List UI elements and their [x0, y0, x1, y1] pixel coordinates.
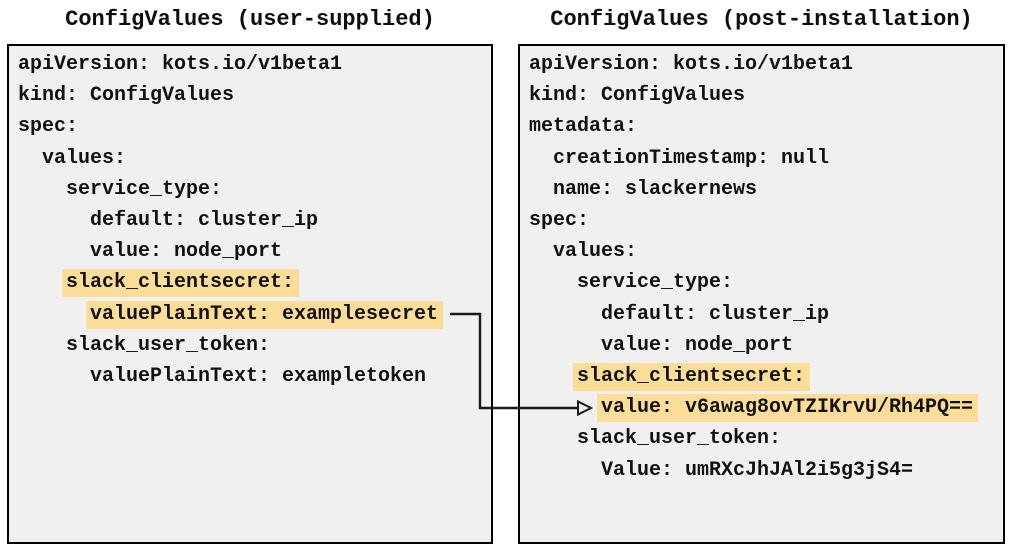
- yaml-line-text: apiVersion: kots.io/v1beta1: [18, 53, 343, 76]
- yaml-line-text: slack_clientsecret:: [573, 363, 811, 392]
- yaml-line-text: values:: [42, 146, 127, 170]
- yaml-line: slack_user_token:: [18, 330, 482, 361]
- left-code-panel: apiVersion: kots.io/v1beta1 kind: Config…: [7, 44, 493, 544]
- yaml-line-text: value: v6awag8ovTZIKrvU/Rh4PQ==: [597, 394, 979, 423]
- yaml-line-text: slack_user_token:: [577, 427, 782, 451]
- right-code-panel: apiVersion: kots.io/v1beta1 kind: Config…: [518, 44, 1005, 544]
- yaml-line: service_type:: [529, 267, 994, 298]
- yaml-line: Value: umRXcJhJAl2i5g3jS4=: [529, 455, 994, 486]
- yaml-line-text: valuePlainText: examplesecret: [86, 300, 444, 329]
- yaml-line: slack_user_token:: [529, 423, 994, 454]
- yaml-line-highlighted: value: v6awag8ovTZIKrvU/Rh4PQ==: [529, 392, 994, 423]
- yaml-line: valuePlainText: exampletoken: [18, 361, 482, 392]
- yaml-line-text: service_type:: [577, 271, 734, 295]
- yaml-line-text: service_type:: [66, 177, 223, 201]
- yaml-line-text: name: slackernews: [553, 177, 758, 201]
- left-panel-title: ConfigValues (user-supplied): [65, 7, 435, 32]
- yaml-line-highlighted: slack_clientsecret:: [18, 267, 482, 298]
- yaml-line-text: creationTimestamp: null: [553, 146, 830, 170]
- yaml-line-text: value: node_port: [90, 240, 283, 264]
- yaml-line: apiVersion: kots.io/v1beta1: [18, 49, 482, 80]
- right-panel-title: ConfigValues (post-installation): [550, 7, 973, 32]
- yaml-line: default: cluster_ip: [529, 299, 994, 330]
- yaml-line-text: kind: ConfigValues: [529, 84, 746, 108]
- yaml-line: default: cluster_ip: [18, 205, 482, 236]
- yaml-line-highlighted: valuePlainText: examplesecret: [18, 299, 482, 330]
- yaml-line: spec:: [529, 205, 994, 236]
- yaml-line-text: values:: [553, 240, 638, 264]
- yaml-line-text: apiVersion: kots.io/v1beta1: [529, 53, 854, 76]
- yaml-line-text: spec:: [18, 115, 79, 139]
- yaml-line: metadata:: [529, 111, 994, 142]
- yaml-line-text: value: node_port: [601, 333, 794, 357]
- yaml-line: spec:: [18, 111, 482, 142]
- yaml-line: kind: ConfigValues: [18, 80, 482, 111]
- yaml-line: value: node_port: [18, 236, 482, 267]
- yaml-line: value: node_port: [529, 330, 994, 361]
- yaml-line: values:: [529, 236, 994, 267]
- yaml-line-text: Value: umRXcJhJAl2i5g3jS4=: [601, 458, 914, 482]
- yaml-line-highlighted: slack_clientsecret:: [529, 361, 994, 392]
- yaml-line: creationTimestamp: null: [529, 143, 994, 174]
- yaml-line: kind: ConfigValues: [529, 80, 994, 111]
- yaml-line: name: slackernews: [529, 174, 994, 205]
- yaml-line: service_type:: [18, 174, 482, 205]
- yaml-line-text: metadata:: [529, 115, 638, 139]
- yaml-line-text: valuePlainText: exampletoken: [90, 365, 427, 389]
- yaml-line-text: kind: ConfigValues: [18, 84, 235, 108]
- yaml-line-text: default: cluster_ip: [601, 302, 830, 326]
- yaml-line-text: default: cluster_ip: [90, 209, 319, 233]
- yaml-line: values:: [18, 143, 482, 174]
- yaml-line-text: spec:: [529, 209, 590, 233]
- yaml-line-text: slack_clientsecret:: [62, 269, 300, 298]
- yaml-line-text: slack_user_token:: [66, 333, 271, 357]
- yaml-line: apiVersion: kots.io/v1beta1: [529, 49, 994, 80]
